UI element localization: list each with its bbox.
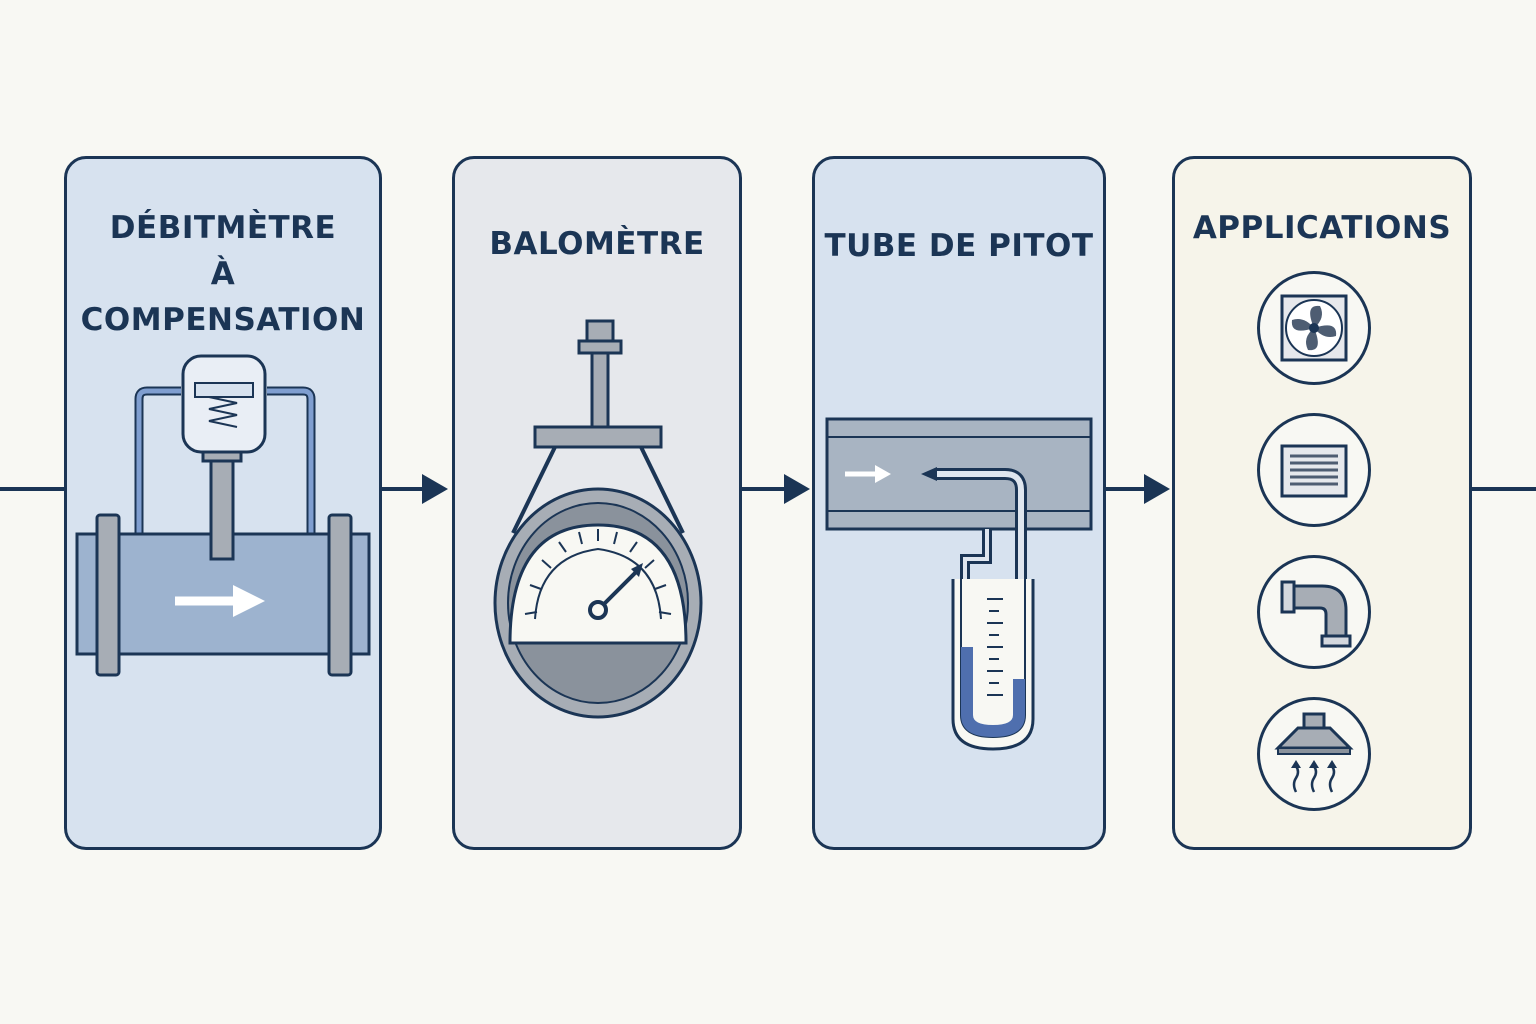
panel-balometer: BALOMÈTRE — [452, 156, 742, 850]
connector-line-1 — [380, 487, 424, 491]
connector-line-2 — [740, 487, 786, 491]
panel-compensated-flowmeter: DÉBITMÈTRE À COMPENSATION — [64, 156, 382, 850]
compensated-flowmeter-illustration — [75, 354, 371, 677]
panel-title-line-1: DÉBITMÈTRE — [109, 210, 337, 246]
panel-title: BALOMÈTRE — [489, 226, 705, 262]
panel-title-line-2: À COMPENSATION — [80, 256, 366, 338]
duct-elbow-icon — [1257, 555, 1371, 669]
connector-arrow-2 — [784, 474, 810, 504]
panel-applications: APPLICATIONS — [1172, 156, 1472, 850]
connector-line-end — [1470, 487, 1536, 491]
panel-title: TUBE DE PITOT — [824, 228, 1094, 264]
panel-pitot-tube: TUBE DE PITOT — [812, 156, 1106, 850]
connector-arrow-1 — [422, 474, 448, 504]
connector-arrow-3 — [1144, 474, 1170, 504]
pitot-tube-illustration — [825, 417, 1093, 751]
fan-icon — [1257, 271, 1371, 385]
connector-line-start — [0, 487, 66, 491]
grille-icon — [1257, 413, 1371, 527]
connector-line-3 — [1104, 487, 1146, 491]
exhaust-hood-icon — [1257, 697, 1371, 811]
panel-title: APPLICATIONS — [1192, 210, 1452, 246]
balometer-illustration — [493, 319, 703, 719]
